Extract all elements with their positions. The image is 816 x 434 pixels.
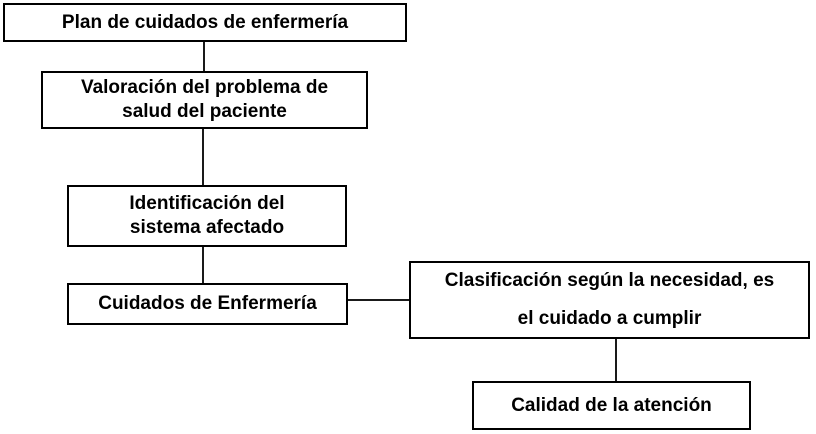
node-identificacion-sistema: Identificación del sistema afectado: [67, 185, 347, 247]
node-cuidados-enfermeria: Cuidados de Enfermería: [67, 283, 348, 325]
node-calidad-atencion: Calidad de la atención: [472, 381, 751, 430]
node-clasificacion-necesidad: Clasificación según la necesidad, es el …: [409, 261, 810, 339]
node-plan-label-line1: Plan de cuidados de enfermería: [61, 11, 349, 33]
connector-identificacion-to-cuidados: [202, 247, 204, 283]
node-identificacion-label-line2: sistema afectado: [129, 217, 285, 238]
node-plan-de-cuidados: Plan de cuidados de enfermería: [3, 3, 407, 42]
node-clasificacion-label-line2: el cuidado a cumplir: [517, 308, 702, 329]
node-cuidados-label-line1: Cuidados de Enfermería: [98, 293, 317, 314]
node-valoracion-label-line1: Valoración del problema de: [80, 77, 329, 98]
node-calidad-label-line1: Calidad de la atención: [511, 394, 712, 416]
connector-cuidados-to-clasificacion: [348, 299, 409, 301]
node-identificacion-label-line1: Identificación del: [129, 193, 285, 214]
node-valoracion-label-line2: salud del paciente: [122, 101, 287, 122]
connector-clasificacion-to-calidad: [615, 339, 617, 381]
connector-plan-to-valoracion: [203, 42, 205, 71]
node-valoracion-problema: Valoración del problema de salud del pac…: [41, 71, 368, 129]
node-clasificacion-label-line1: Clasificación según la necesidad, es: [444, 270, 775, 291]
connector-valoracion-to-identificacion: [202, 129, 204, 185]
